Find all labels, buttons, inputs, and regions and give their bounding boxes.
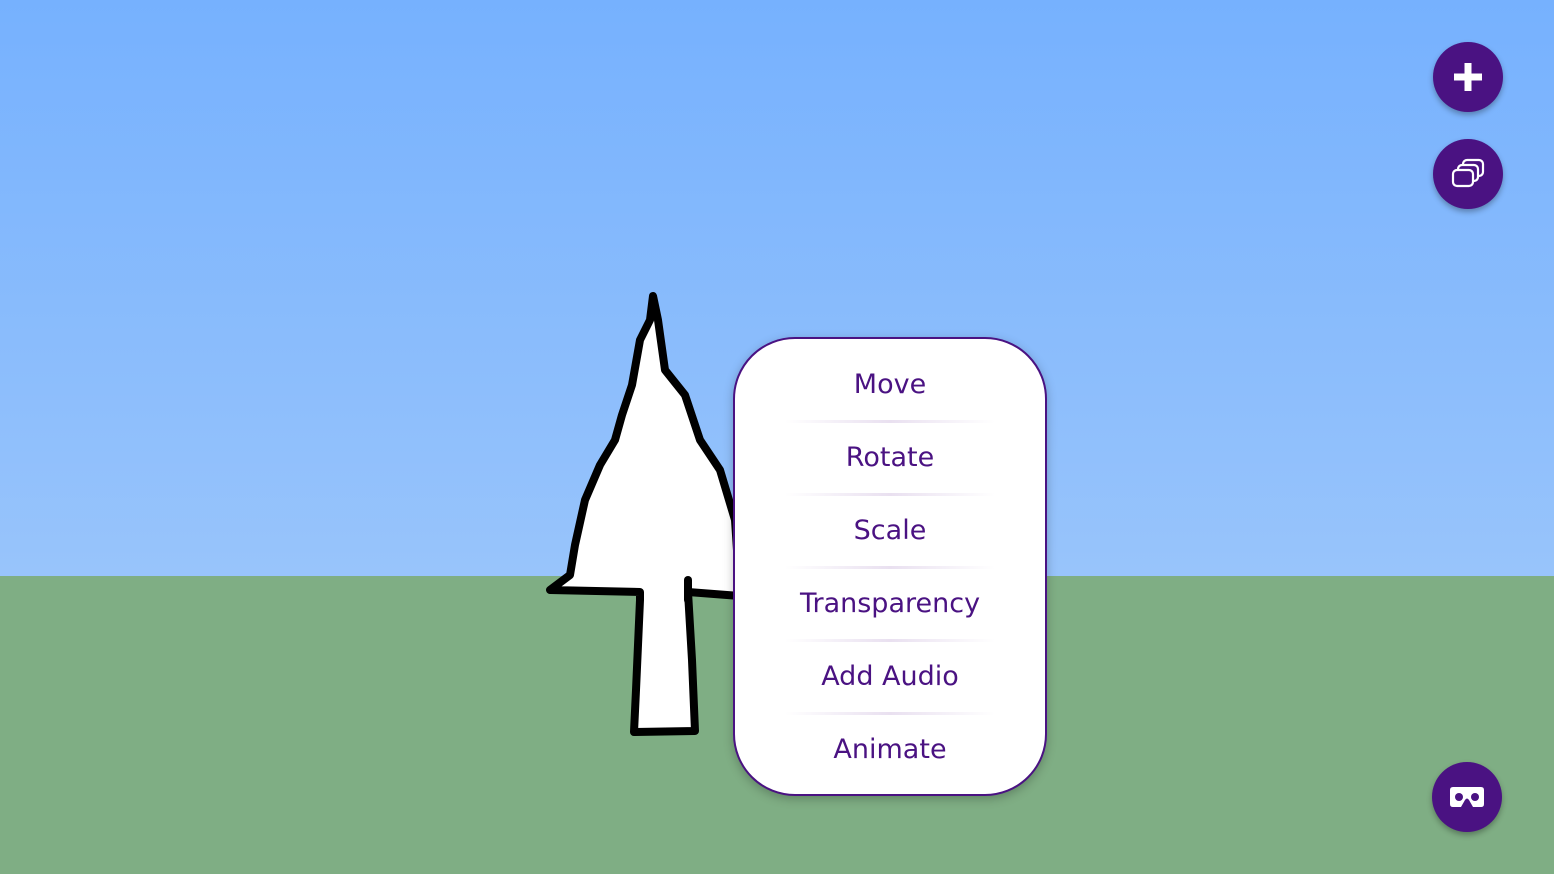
object-context-menu: Move Rotate Scale Transparency Add Audio… — [733, 337, 1047, 796]
vr-mode-button[interactable] — [1432, 762, 1502, 832]
vr-headset-icon — [1450, 787, 1484, 807]
menu-item-move[interactable]: Move — [853, 368, 927, 400]
menu-item-transparency[interactable]: Transparency — [799, 587, 981, 619]
layers-icon — [1451, 158, 1485, 188]
add-button[interactable] — [1433, 42, 1503, 112]
plus-icon — [1454, 63, 1482, 91]
divider — [785, 420, 995, 423]
menu-item-rotate[interactable]: Rotate — [845, 441, 935, 473]
menu-item-scale[interactable]: Scale — [853, 514, 927, 546]
menu-item-add-audio[interactable]: Add Audio — [821, 660, 959, 692]
divider — [785, 639, 995, 642]
gallery-button[interactable] — [1433, 139, 1503, 209]
divider — [785, 712, 995, 715]
menu-item-animate[interactable]: Animate — [833, 733, 947, 765]
divider — [785, 493, 995, 496]
divider — [785, 566, 995, 569]
